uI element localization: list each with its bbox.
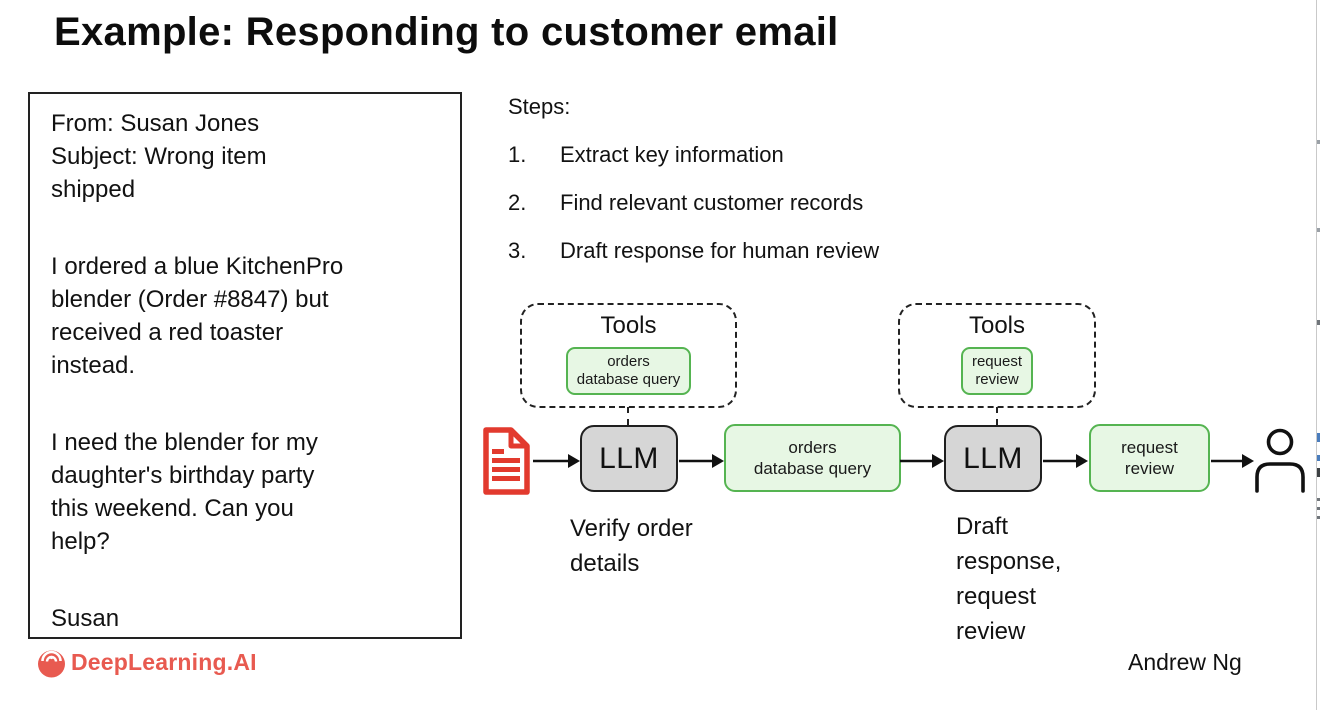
tools-connector-line	[996, 407, 998, 425]
artifact-speck	[1317, 320, 1320, 325]
action-box-request-review: request review	[1089, 424, 1210, 492]
screen-edge-artifact	[1316, 0, 1317, 710]
artifact-speck	[1317, 140, 1320, 144]
artifact-speck	[1317, 498, 1320, 501]
email-header-text: From: Susan Jones Subject: Wrong item sh…	[51, 110, 267, 203]
flow-arrow	[1043, 454, 1088, 468]
brand-name: DeepLearning.AI	[71, 648, 257, 675]
step-label: Extract key information	[560, 142, 784, 167]
steps-list: Steps: 1. Extract key information 2. Fin…	[508, 94, 988, 285]
step-number: 3.	[508, 238, 527, 263]
tools-group-title: Tools	[600, 312, 657, 339]
tools-group-title: Tools	[968, 312, 1026, 339]
person-icon	[1255, 428, 1305, 493]
tools-group-right: Tools request review	[898, 303, 1096, 408]
artifact-speck	[1317, 468, 1320, 477]
flow-arrow	[900, 454, 944, 468]
artifact-speck	[1317, 507, 1320, 510]
email-document-icon	[483, 427, 530, 495]
customer-email-box: From: Susan Jones Subject: Wrong item sh…	[28, 92, 462, 639]
flow-arrow	[533, 454, 580, 468]
tool-chip-orders-database-query: orders database query	[565, 347, 692, 395]
tool-chip-request-review: request review	[960, 347, 1034, 395]
llm-caption-verify: Verify order details	[570, 515, 693, 577]
artifact-speck	[1317, 228, 1320, 232]
step-item: 1. Extract key information	[508, 141, 988, 168]
artifact-speck	[1317, 455, 1320, 461]
step-number: 1.	[508, 142, 527, 167]
tools-group-left: Tools orders database query	[520, 303, 737, 408]
author-name: Andrew Ng	[1128, 649, 1242, 675]
artifact-speck	[1317, 433, 1320, 442]
artifact-speck	[1317, 516, 1320, 519]
step-number: 2.	[508, 190, 527, 215]
brand-lockup: DeepLearning.AI	[36, 645, 257, 679]
step-label: Find relevant customer records	[560, 190, 864, 215]
deeplearning-ai-logo-icon	[38, 650, 65, 678]
step-label: Draft response for human review	[560, 238, 880, 263]
email-signature: Susan	[51, 605, 120, 632]
step-item: 3. Draft response for human review	[508, 237, 988, 264]
email-body-paragraph: I need the blender for my daughter's bir…	[51, 429, 318, 555]
llm-box-verify: LLM	[580, 425, 678, 492]
step-item: 2. Find relevant customer records	[508, 189, 988, 216]
tools-connector-line	[627, 407, 629, 425]
flow-arrow	[1211, 454, 1254, 468]
flow-arrow	[679, 454, 724, 468]
llm-label: LLM	[963, 441, 1023, 475]
llm-box-draft: LLM	[944, 425, 1042, 492]
page-title: Example: Responding to customer email	[54, 10, 839, 54]
llm-caption-draft: Draft response, request review	[956, 513, 1062, 645]
steps-heading: Steps:	[508, 94, 571, 119]
action-box-orders-database-query: orders database query	[724, 424, 901, 492]
llm-label: LLM	[599, 441, 659, 475]
email-body-paragraph: I ordered a blue KitchenPro blender (Ord…	[51, 253, 344, 379]
